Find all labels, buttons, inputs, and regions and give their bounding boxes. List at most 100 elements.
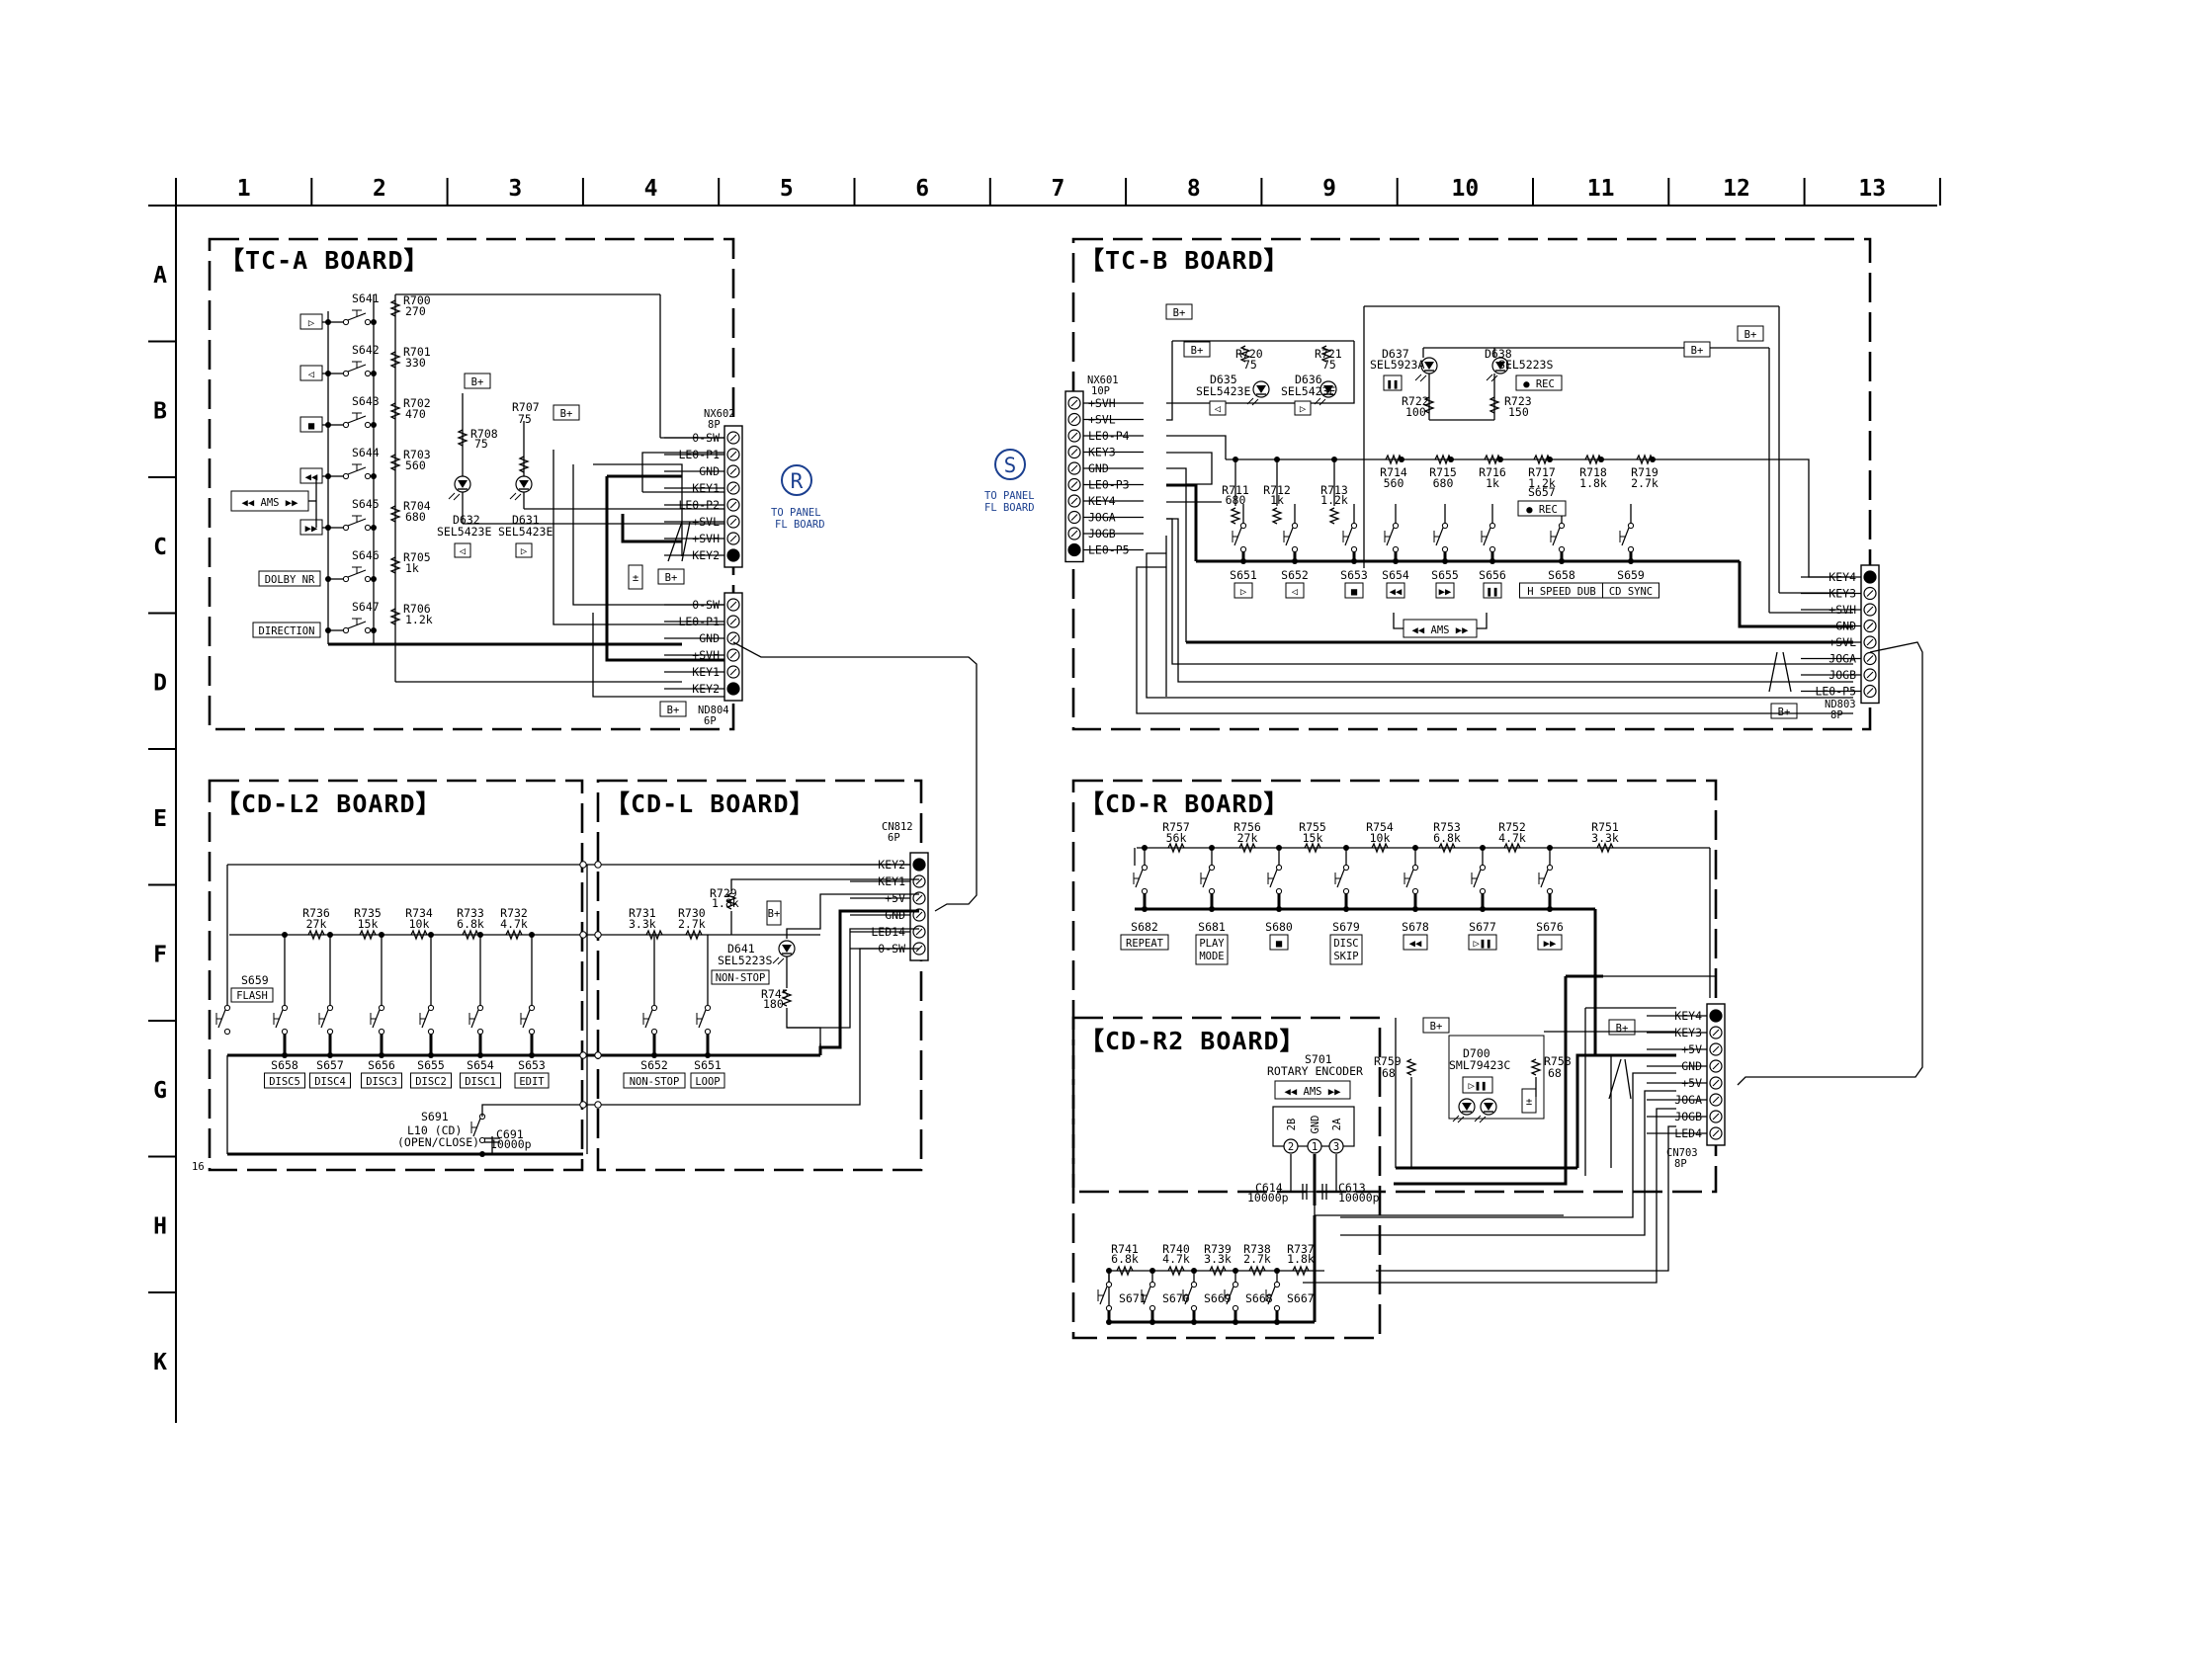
resistor-ref: R734	[405, 906, 433, 920]
switch-s682	[1133, 864, 1149, 895]
d638-rec-key: ● REC	[1523, 378, 1555, 390]
cn812-pin	[912, 925, 926, 939]
cdr-key-skip: SKIP	[1333, 951, 1358, 962]
s691-ref: S691	[421, 1110, 449, 1123]
grid-column-label: 2	[373, 176, 386, 202]
cn703-ref: CN703	[1666, 1147, 1698, 1159]
switch-ref: S644	[352, 446, 380, 459]
tcb-key-box	[1234, 582, 1253, 599]
resistor-ref: R715	[1429, 465, 1457, 479]
resistor-value: 4.7k	[1162, 1252, 1190, 1266]
grid-column-label: 4	[644, 176, 658, 202]
cn703-pin	[1709, 1026, 1723, 1039]
ref-s-line1: TO PANEL	[984, 490, 1035, 502]
svg-text:±: ±	[1526, 1096, 1532, 1108]
tca-key: ▶▶	[305, 523, 318, 535]
nd803-pin	[1863, 651, 1877, 666]
switch-ref: S643	[352, 394, 380, 408]
junction-dot	[1149, 1268, 1155, 1274]
resistor-ref: R702	[403, 396, 431, 410]
cn703-pins: 8P	[1674, 1158, 1687, 1170]
c691-value: 10000p	[490, 1137, 532, 1151]
r745-ref: R745	[761, 987, 789, 1001]
cn812-pin	[912, 874, 926, 888]
direction-key: DIRECTION	[259, 625, 315, 637]
junction-dot	[1412, 906, 1418, 912]
nx602-pin	[726, 481, 740, 495]
resistor-value: 1k	[405, 561, 419, 575]
cdl2-key: DISC1	[465, 1076, 496, 1088]
cdl2-key-box	[410, 1072, 452, 1089]
cd-l2-board-title: 【CD-L2 BOARD】	[215, 789, 442, 818]
junction-dot	[1233, 1268, 1238, 1274]
encoder-pin-label: 2B	[1286, 1119, 1298, 1131]
cdr-key-stop: ■	[1276, 938, 1283, 950]
cn703-housing	[1706, 1003, 1726, 1146]
page-number: 16	[192, 1161, 205, 1173]
nx601-pins: 10P	[1091, 385, 1110, 397]
tc-a-board-outline	[208, 237, 735, 731]
resistor-value: 560	[1384, 476, 1404, 490]
r730-ref: R730	[678, 906, 706, 920]
r731-ref: R731	[629, 906, 656, 920]
nx601-pin	[1067, 542, 1081, 557]
junction-dot	[282, 932, 288, 938]
r721-ref: R721	[1315, 347, 1342, 361]
resistor-value: 27k	[306, 917, 327, 931]
resistor-value: 4.7k	[1498, 831, 1526, 845]
nd803-ref: ND803	[1825, 699, 1856, 710]
cn703-pin	[1709, 1093, 1723, 1107]
tcb-key: ▶▶	[1439, 586, 1452, 598]
grid-column-label: 9	[1322, 176, 1336, 202]
tca-key: ◁	[308, 369, 315, 380]
resistor-value: 470	[405, 407, 426, 421]
junction-dot	[1106, 1319, 1112, 1325]
switch-s647	[342, 618, 372, 634]
resistor-value: 1.8k	[1287, 1252, 1315, 1266]
resistor-ref: R732	[500, 906, 528, 920]
resistor-r711	[1231, 507, 1240, 525]
s657-ref: S657	[1528, 485, 1556, 499]
svg-text:±: ±	[633, 572, 638, 584]
r708-ref: R708	[470, 427, 498, 441]
cdr-key-play: PLAY	[1199, 938, 1225, 950]
grid-column-label: 3	[508, 176, 522, 202]
junction-dot	[1412, 845, 1418, 851]
grid-row-label: A	[153, 263, 167, 289]
tc-a-ams-label: ◀◀ AMS ▶▶	[242, 497, 299, 509]
cd-l-board-title: 【CD-L BOARD】	[605, 789, 815, 818]
d700-ref: D700	[1463, 1046, 1490, 1060]
tc-b-board-title: 【TC-B BOARD】	[1079, 246, 1290, 275]
nx602-housing	[723, 425, 743, 568]
junction-dot	[1209, 845, 1215, 851]
resistor-value: 3.3k	[1204, 1252, 1232, 1266]
nx602-pin	[726, 532, 740, 545]
ref-s-line2: FL BOARD	[984, 502, 1035, 514]
resistor-ref: R740	[1162, 1242, 1190, 1256]
svg-text:B+: B+	[1173, 307, 1186, 319]
d700-play-pause-key: ▷❚❚	[1469, 1080, 1488, 1092]
junction-dot	[1233, 1319, 1238, 1325]
cdr-key-disc-skip-box	[1329, 934, 1363, 965]
tcb-key: ▷	[1240, 586, 1247, 598]
cd-r-board-title: 【CD-R BOARD】	[1079, 789, 1290, 818]
cdl2-key-box	[460, 1072, 501, 1089]
grid-row-label: H	[153, 1213, 167, 1239]
nd804-pin	[726, 615, 740, 628]
tcb-key-box	[1435, 582, 1455, 599]
switch-s681	[1200, 864, 1216, 895]
svg-text:B+: B+	[560, 408, 573, 420]
switch-ref: S676	[1536, 920, 1564, 934]
switch-ref: S651	[694, 1058, 722, 1072]
resistor-value: 680	[405, 510, 426, 524]
junction-dot	[1292, 558, 1298, 564]
r759-value: 68	[1382, 1066, 1396, 1080]
junction-dot	[371, 371, 377, 376]
grid-row-label: G	[153, 1078, 167, 1104]
svg-text:▷: ▷	[1300, 403, 1307, 415]
tca-key: ■	[308, 420, 315, 432]
svg-text:B+: B+	[665, 572, 678, 584]
junction-dot	[1448, 457, 1454, 462]
cn812-pin	[912, 858, 926, 872]
nd804-pin	[726, 648, 740, 662]
